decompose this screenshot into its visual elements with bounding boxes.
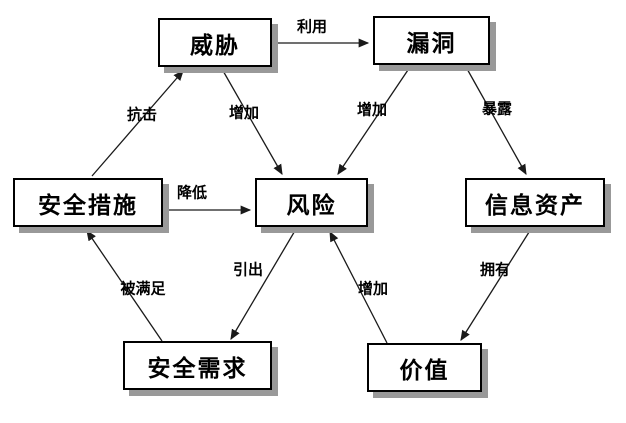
edge-label-reduce: 降低	[176, 183, 208, 202]
edge-label-have: 拥有	[479, 260, 511, 279]
node-vulnerability: 漏洞	[373, 16, 490, 65]
edge-vulnerability-exposes-assets	[465, 66, 527, 176]
edge-risk-leads-to-requirements	[230, 228, 297, 341]
edge-measures-resist-threat	[91, 70, 184, 177]
edge-label-expose: 暴露	[481, 99, 513, 118]
edge-label-increase-vulnerability: 增加	[356, 100, 388, 119]
edge-label-increase-value: 增加	[357, 279, 389, 298]
edge-threat-increases-risk	[221, 68, 283, 176]
edge-label-lead-to: 引出	[232, 260, 264, 279]
node-threat: 威胁	[158, 18, 272, 67]
edge-value-increases-risk	[329, 230, 388, 344]
edge-label-exploit: 利用	[296, 17, 328, 36]
node-risk: 风险	[255, 178, 368, 227]
node-information-assets: 信息资产	[465, 178, 605, 227]
edge-assets-have-value	[460, 228, 532, 341]
node-security-measures: 安全措施	[13, 178, 163, 227]
edge-label-resist: 抗击	[126, 105, 158, 124]
node-security-requirements: 安全需求	[123, 341, 272, 390]
node-value: 价值	[367, 343, 482, 392]
edge-label-increase-threat: 增加	[228, 103, 260, 122]
edge-label-be-satisfied: 被满足	[120, 279, 166, 298]
edge-vulnerability-increases-risk	[337, 66, 411, 175]
edge-requirements-satisfied-by-measures	[86, 230, 163, 342]
